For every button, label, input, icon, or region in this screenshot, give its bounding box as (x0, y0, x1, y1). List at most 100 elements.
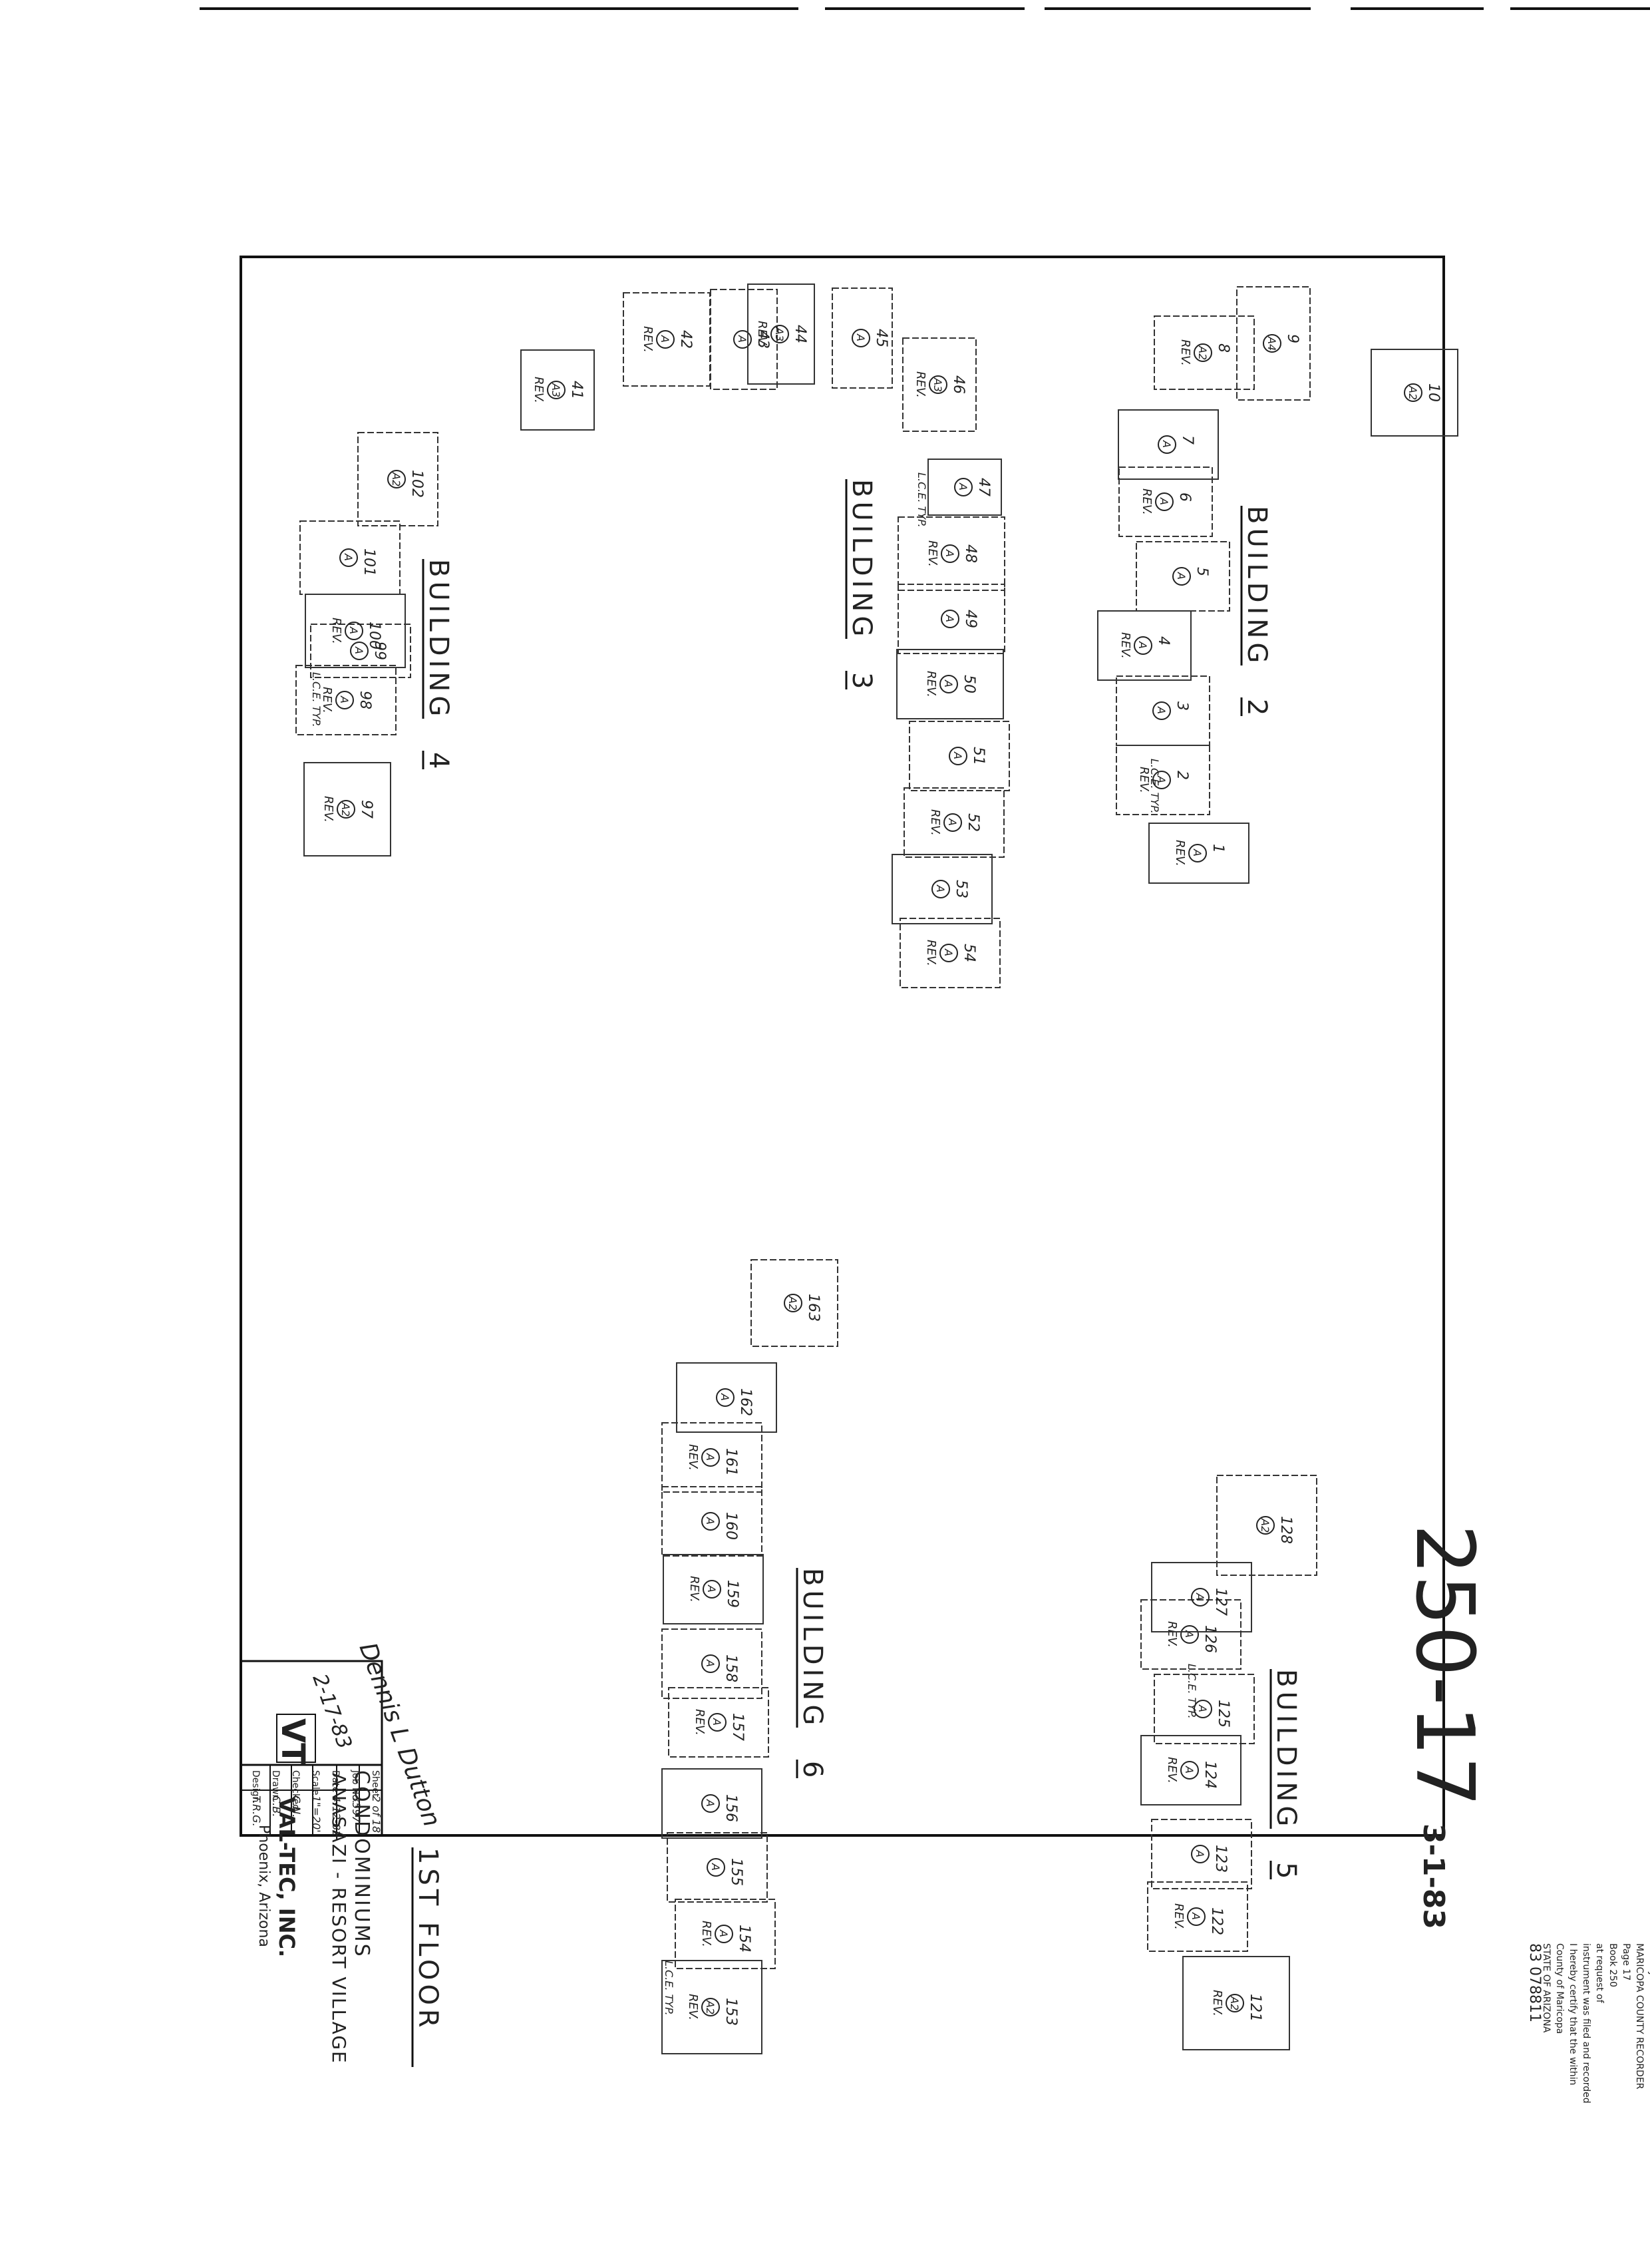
unit-number: 45 (873, 329, 890, 347)
unit-label-group: 53A (931, 880, 969, 898)
unit-outline (902, 337, 977, 432)
unit-type: A (705, 1585, 718, 1593)
title-company: VAL-TEC, INC. (274, 1797, 299, 1957)
stamp-line: Page 17 (1621, 1943, 1631, 1981)
unit-outline (1118, 467, 1213, 537)
lce-note: L.C.E. TYP. (915, 472, 928, 528)
unit-51: 51A (909, 721, 1010, 791)
unit-type: A (854, 333, 867, 341)
unit-rev: REV. (925, 540, 939, 567)
lce-note: L.C.E. TYP. (663, 1961, 675, 2016)
unit-outline (661, 1768, 762, 1839)
unit-type: A (704, 1517, 717, 1525)
unit-label-group: 99A (350, 642, 388, 660)
unit-type-circle (733, 330, 752, 349)
unit-type-circle (929, 375, 947, 394)
unit-type: A3 (931, 377, 944, 392)
unit-type: A (704, 1453, 717, 1461)
unit-type-circle (1191, 1845, 1210, 1863)
unit-number: 1 (1210, 844, 1226, 853)
title-cell-value: C.B. (270, 1796, 283, 1817)
title-project-name: ANASAZI - RESORT VILLAGE (328, 1773, 350, 2064)
unit-type-circle (701, 1512, 720, 1531)
title-cell-label: Checked (290, 1770, 301, 1810)
title-cell-label: Design (250, 1770, 261, 1802)
unit-type-circle (939, 675, 958, 693)
unit-rev: REV. (1210, 1990, 1224, 2016)
unit-rev: REV. (1178, 339, 1192, 366)
lce-note-text: L.C.E. TYP. (1186, 1664, 1198, 1719)
unit-type-circle (770, 325, 789, 343)
unit-type-circle (941, 610, 959, 628)
building-2-label: BUILDING (1241, 506, 1272, 667)
lce-note: L.C.E. TYP. (1148, 759, 1161, 814)
unit-rev: REV. (699, 1921, 713, 1947)
unit-type: A2 (704, 2000, 717, 2014)
unit-type: A2 (1259, 1518, 1271, 1533)
unit-rev: REV. (924, 671, 938, 697)
unit-rev: REV. (321, 796, 335, 823)
logo-letters: VT (274, 1718, 311, 1765)
unit-outline (295, 665, 397, 735)
unit-type: A (946, 818, 959, 826)
unit-type: A (704, 1799, 717, 1807)
unit-45: 45 A (832, 287, 893, 389)
unit-number: 124 (1202, 1761, 1218, 1789)
unit-type-circle (701, 1998, 720, 2016)
unit-type: A3 (550, 383, 562, 397)
unit-type-circle (784, 1294, 802, 1312)
stamp-line: STATE OF ARIZONA (1541, 1943, 1552, 2033)
unit-number: 98 (357, 691, 373, 709)
unit-type-circle (547, 381, 566, 399)
unit-type: A (943, 549, 956, 557)
building-3-number: 3 (846, 672, 877, 689)
unit-outline (663, 1554, 764, 1624)
unit-type-circle (701, 1448, 720, 1467)
title-cell-label: Drawn (270, 1770, 281, 1800)
title-cell-value: 2 of 18 (370, 1796, 383, 1833)
unit-rev: REV. (1172, 1903, 1186, 1930)
unit-type: A4 (1265, 336, 1278, 351)
title-cell-value: 3597 (350, 1796, 363, 1823)
unit-type: A (1196, 1704, 1209, 1712)
unit-rev: REV. (641, 326, 655, 353)
unit-type: A2 (339, 802, 352, 817)
unit-outline (1151, 1819, 1252, 1889)
unit-type-circle (337, 800, 355, 819)
unit-53: 53A (892, 854, 993, 924)
unit-outline (710, 289, 778, 390)
unit-rev: REV. (686, 1994, 700, 2020)
unit-rev: REV. (320, 687, 334, 713)
unit-number: 2 (1174, 771, 1190, 780)
lce-note-text: L.C.E. TYP. (310, 672, 323, 727)
unit-type-circle (1155, 492, 1174, 511)
unit-type: A (942, 679, 955, 687)
lce-note: L.C.E. TYP. (1186, 1664, 1198, 1719)
unit-type-circle (954, 478, 973, 496)
title-city: Phoenix, Arizona (255, 1825, 272, 1947)
